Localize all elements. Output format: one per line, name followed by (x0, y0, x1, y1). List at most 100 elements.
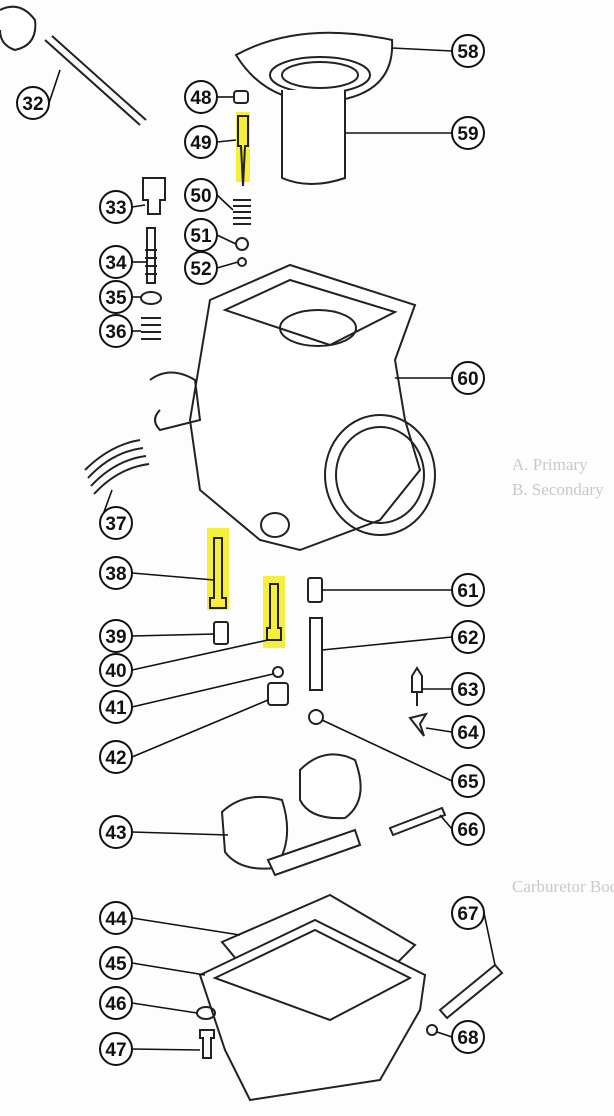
part-number: 42 (105, 748, 126, 769)
part-47 (199, 1029, 215, 1059)
part-number: 47 (105, 1040, 126, 1061)
part-number: 37 (105, 514, 126, 535)
leader-line-58 (391, 47, 453, 52)
part-jet-38 (209, 537, 227, 609)
part-number: 60 (457, 369, 478, 390)
part-needle (237, 115, 249, 187)
part-number: 64 (457, 723, 479, 744)
leader-line-40 (131, 639, 269, 671)
part-number: 40 (105, 661, 126, 682)
leader-line-45 (131, 962, 206, 976)
part-number: 46 (105, 994, 126, 1015)
label-circle (99, 946, 133, 980)
bg-text-a: A. Primary (512, 455, 588, 474)
part-number: 45 (105, 954, 127, 975)
part-number: 62 (457, 628, 478, 649)
part-number: 52 (190, 259, 211, 280)
part-number: 34 (105, 253, 127, 274)
label-circle (184, 80, 218, 114)
part-jet-40 (266, 583, 282, 641)
part-label-37: 37 (99, 506, 133, 540)
label-circle (451, 1020, 485, 1054)
label-circle (451, 116, 485, 150)
label-circle (99, 986, 133, 1020)
part-34 (145, 227, 157, 284)
leader-line-68 (436, 1031, 453, 1038)
part-66 (388, 806, 447, 837)
label-circle (99, 556, 133, 590)
bg-text-b: B. Secondary (512, 480, 604, 499)
label-circle (451, 812, 485, 846)
part-number: 48 (190, 88, 211, 109)
part-label-33: 33 (99, 190, 133, 224)
label-circle (451, 361, 485, 395)
part-float-bowl (198, 918, 427, 1102)
label-circle (99, 690, 133, 724)
part-number: 67 (457, 904, 478, 925)
label-circle (451, 672, 485, 706)
part-label-59: 59 (451, 116, 485, 150)
part-number: 66 (457, 820, 478, 841)
part-label-48: 48 (184, 80, 218, 114)
leader-line-62 (321, 636, 453, 651)
part-label-47: 47 (99, 1032, 133, 1066)
leader-line-33 (131, 204, 146, 208)
label-circle (451, 764, 485, 798)
part-label-45: 45 (99, 946, 133, 980)
part-label-44: 44 (99, 901, 133, 935)
part-label-62: 62 (451, 620, 485, 654)
part-number: 49 (190, 133, 211, 154)
part-number: 58 (457, 42, 478, 63)
part-spring-50 (233, 199, 251, 225)
part-39 (213, 621, 229, 645)
leader-line-42 (131, 699, 269, 758)
part-number: 61 (457, 581, 479, 602)
label-circle (99, 619, 133, 653)
leader-line-41 (131, 673, 274, 708)
part-label-35: 35 (99, 280, 133, 314)
part-number: 41 (105, 698, 127, 719)
part-label-38: 38 (99, 556, 133, 590)
part-diaphragm (234, 31, 394, 103)
part-42 (267, 682, 289, 706)
part-67 (438, 963, 504, 1020)
part-number: 44 (105, 909, 127, 930)
part-52 (237, 257, 247, 267)
part-knob-32 (0, 5, 37, 52)
part-36 (141, 317, 161, 340)
part-label-50: 50 (184, 178, 218, 212)
part-64 (408, 712, 429, 737)
label-circle (16, 86, 50, 120)
part-63 (411, 666, 423, 706)
part-number: 63 (457, 680, 478, 701)
part-41 (272, 666, 284, 678)
part-label-40: 40 (99, 653, 133, 687)
part-label-64: 64 (451, 715, 485, 749)
leader-line-50 (216, 194, 234, 211)
label-circle (99, 815, 133, 849)
part-label-60: 60 (451, 361, 485, 395)
part-number: 32 (22, 94, 43, 115)
label-circle (451, 715, 485, 749)
label-circle (99, 280, 133, 314)
part-label-58: 58 (451, 34, 485, 68)
leader-line-51 (216, 234, 237, 245)
label-circle (184, 251, 218, 285)
part-carburetor-body (149, 263, 436, 552)
leader-lines (48, 47, 496, 1051)
part-label-66: 66 (451, 812, 485, 846)
leader-line-32 (48, 69, 61, 104)
part-number: 36 (105, 322, 126, 343)
part-number: 59 (457, 124, 478, 145)
leader-line-44 (131, 917, 241, 936)
leader-line-38 (131, 572, 215, 581)
part-label-63: 63 (451, 672, 485, 706)
label-circle (99, 506, 133, 540)
bg-text-c: Carburetor Body (512, 877, 614, 896)
label-circle (99, 245, 133, 279)
leader-line-43 (131, 831, 229, 836)
part-38-highlight (207, 528, 229, 610)
label-circle (99, 1032, 133, 1066)
